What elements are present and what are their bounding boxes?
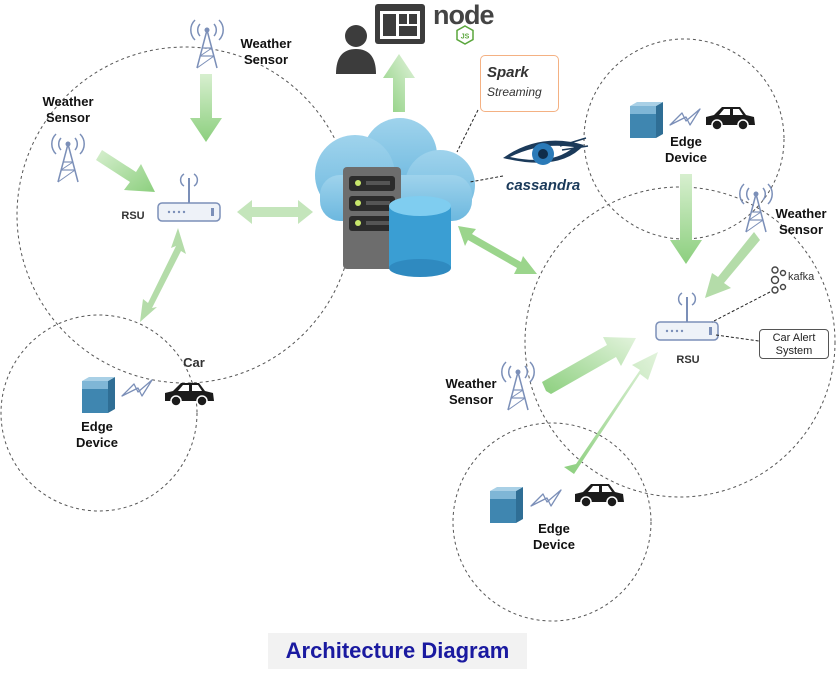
- arrow-sensor-right-to-rsu: [705, 232, 760, 298]
- streaming-text: Streaming: [487, 85, 542, 99]
- coverage-circle-bottom: [452, 422, 652, 622]
- arrow-rsu-cloud: [237, 200, 313, 224]
- kafka-icon: [770, 266, 787, 294]
- title-background: [268, 633, 527, 669]
- lightning-bottom-icon: [530, 489, 562, 507]
- arrow-sensor-bottom-to-rsu: [542, 337, 636, 394]
- edge-device-bottom-icon: [490, 487, 523, 523]
- arrow-sensor-top-to-rsu: [190, 74, 222, 142]
- arrow-cloud-up-to-dashboard: [383, 54, 415, 112]
- rsu-right-label: RSU: [676, 354, 700, 366]
- kafka-logo-text: kafka: [788, 271, 815, 283]
- cassandra-logo-text: cassandra: [506, 177, 581, 194]
- arrow-sensor-left-to-rsu: [96, 150, 155, 192]
- rsu-left-label: RSU: [121, 210, 145, 222]
- arrow-rsu-edge-left: [140, 228, 186, 322]
- car-bottom-icon: [574, 483, 625, 508]
- lightning-left-icon: [121, 379, 153, 397]
- dashboard-icon: [375, 4, 425, 44]
- car-top-right-icon: [705, 106, 756, 131]
- weather-sensor-top-icon: [190, 19, 224, 69]
- diagram-title: Architecture Diagram: [285, 638, 510, 663]
- weather-sensor-left-icon: [51, 133, 85, 183]
- connector-car-alert: [715, 334, 760, 342]
- connector-cassandra: [469, 175, 504, 183]
- server-icon: [343, 167, 401, 269]
- weather-sensor-bottom-icon: [501, 361, 535, 411]
- coverage-circle-left-small: [0, 314, 198, 512]
- node-logo-text: node: [433, 0, 494, 30]
- connector-spark: [456, 109, 479, 153]
- svg-text:JS: JS: [461, 34, 470, 41]
- lightning-top-right-icon: [669, 108, 701, 126]
- spark-streaming-logo: Spark Streaming: [480, 55, 559, 112]
- cassandra-eye-icon: [503, 137, 589, 165]
- arrow-edge-bottom-to-rsu: [564, 352, 658, 474]
- node-js-badge-icon: JS: [456, 25, 474, 45]
- car-left-icon: [164, 382, 215, 407]
- connector-kafka: [711, 291, 771, 323]
- coverage-circle-right-large: [524, 186, 836, 498]
- spark-text: Spark: [487, 64, 529, 81]
- rsu-left-router-icon: [157, 173, 221, 222]
- arrow-edge-top-to-rsu: [670, 174, 702, 264]
- edge-device-left-icon: [82, 377, 115, 413]
- arrow-cloud-rsu-right: [458, 226, 537, 274]
- user-icon: [336, 25, 376, 74]
- rsu-right-router-icon: [655, 292, 719, 341]
- database-icon: [389, 196, 451, 277]
- edge-device-top-right-icon: [630, 102, 663, 138]
- car-left-label: Car: [183, 355, 205, 370]
